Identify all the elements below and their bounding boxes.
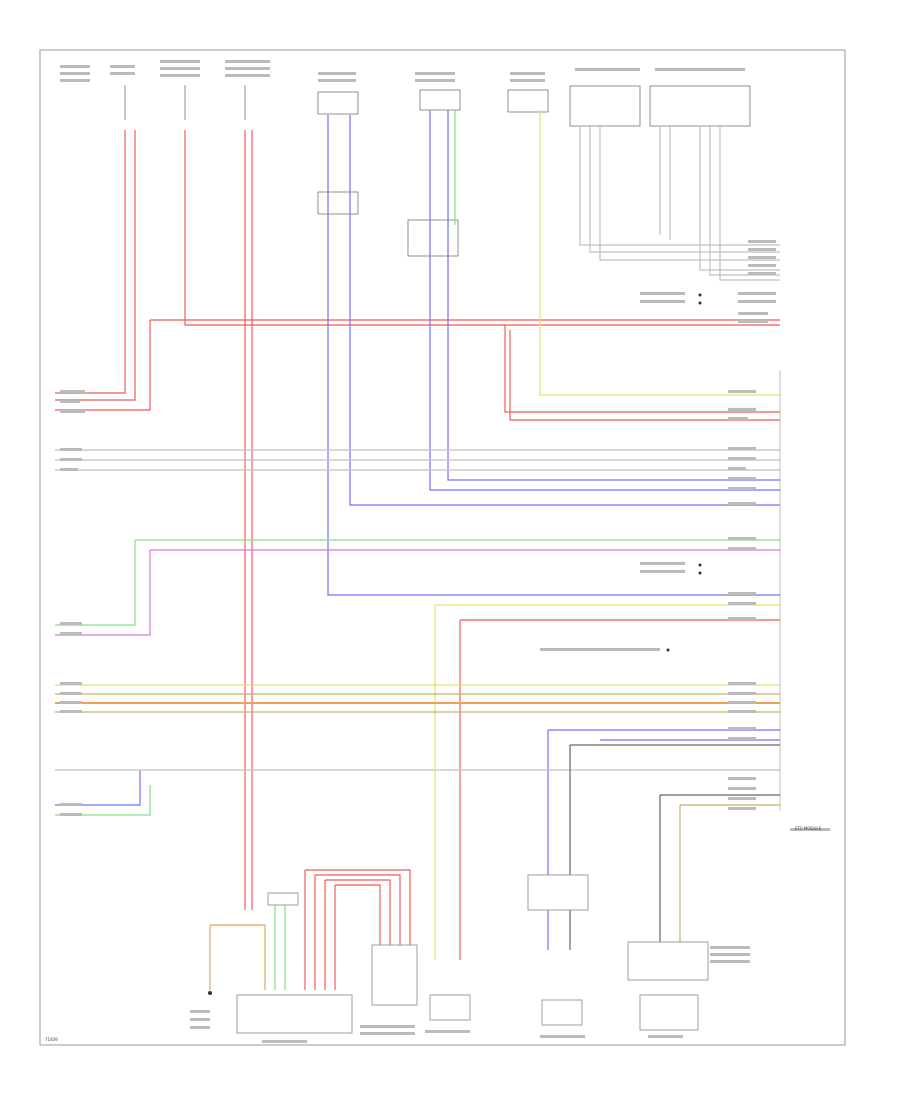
- tiny-labels: [60, 60, 830, 1043]
- wires: [55, 110, 780, 990]
- top-components: [124, 85, 751, 257]
- footer-left-label: 71839: [45, 1037, 58, 1042]
- bottom-components: [236, 874, 709, 1034]
- diagram-border: [39, 49, 846, 1046]
- ground-symbols: [208, 293, 702, 995]
- module-label: ETC MODULE: [795, 826, 822, 831]
